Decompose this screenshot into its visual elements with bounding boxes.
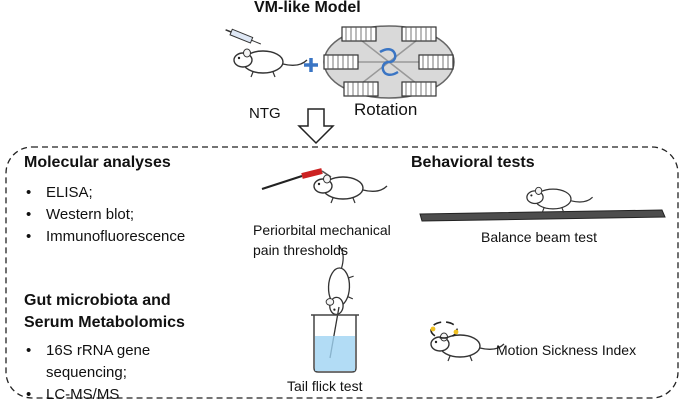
molecular-item: Western blot; xyxy=(22,204,185,226)
motion-sickness-illustration xyxy=(430,321,505,362)
balance-beam-label: Balance beam test xyxy=(481,229,597,245)
gut-heading-line1: Gut microbiota and xyxy=(24,292,171,309)
gut-heading-line2: Serum Metabolomics xyxy=(24,314,185,331)
analysis-container xyxy=(5,146,679,399)
behavioral-heading: Behavioral tests xyxy=(411,154,535,171)
gut-item: 16S rRNA gene sequencing; xyxy=(22,340,150,384)
gut-heading: Gut microbiota and Serum Metabolomics xyxy=(24,290,185,334)
molecular-list: ELISA; Western blot; Immunofluorescence xyxy=(22,182,185,248)
model-title: VM-like Model xyxy=(254,0,361,16)
down-arrow-icon xyxy=(297,108,335,145)
tail-flick-illustration xyxy=(311,244,359,373)
balance-beam-illustration xyxy=(419,186,666,222)
rotation-arrow-icon xyxy=(379,48,399,76)
von-frey-illustration xyxy=(261,168,388,204)
pain-line1: Periorbital mechanical xyxy=(253,222,391,238)
motion-sickness-label: Motion Sickness Index xyxy=(496,342,637,358)
ntg-label: NTG xyxy=(249,105,281,122)
molecular-heading: Molecular analyses xyxy=(24,154,171,171)
gut-item: LC-MS/MS xyxy=(22,384,150,406)
pain-line2: pain thresholds xyxy=(253,242,348,258)
molecular-item: ELISA; xyxy=(22,182,185,204)
plus-icon xyxy=(304,58,318,72)
ntg-mouse-illustration xyxy=(225,28,308,78)
gut-item-line1: 16S rRNA gene xyxy=(46,342,151,359)
rotation-platform-illustration xyxy=(323,25,455,99)
tail-flick-label: Tail flick test xyxy=(287,378,363,394)
gut-list: 16S rRNA gene sequencing; LC-MS/MS xyxy=(22,340,150,406)
gut-item-line2: sequencing; xyxy=(46,364,127,381)
syringe-icon xyxy=(225,28,262,45)
molecular-item: Immunofluorescence xyxy=(22,226,185,248)
pain-threshold-label: Periorbital mechanical pain thresholds xyxy=(253,220,391,260)
rotation-label: Rotation xyxy=(354,100,418,119)
